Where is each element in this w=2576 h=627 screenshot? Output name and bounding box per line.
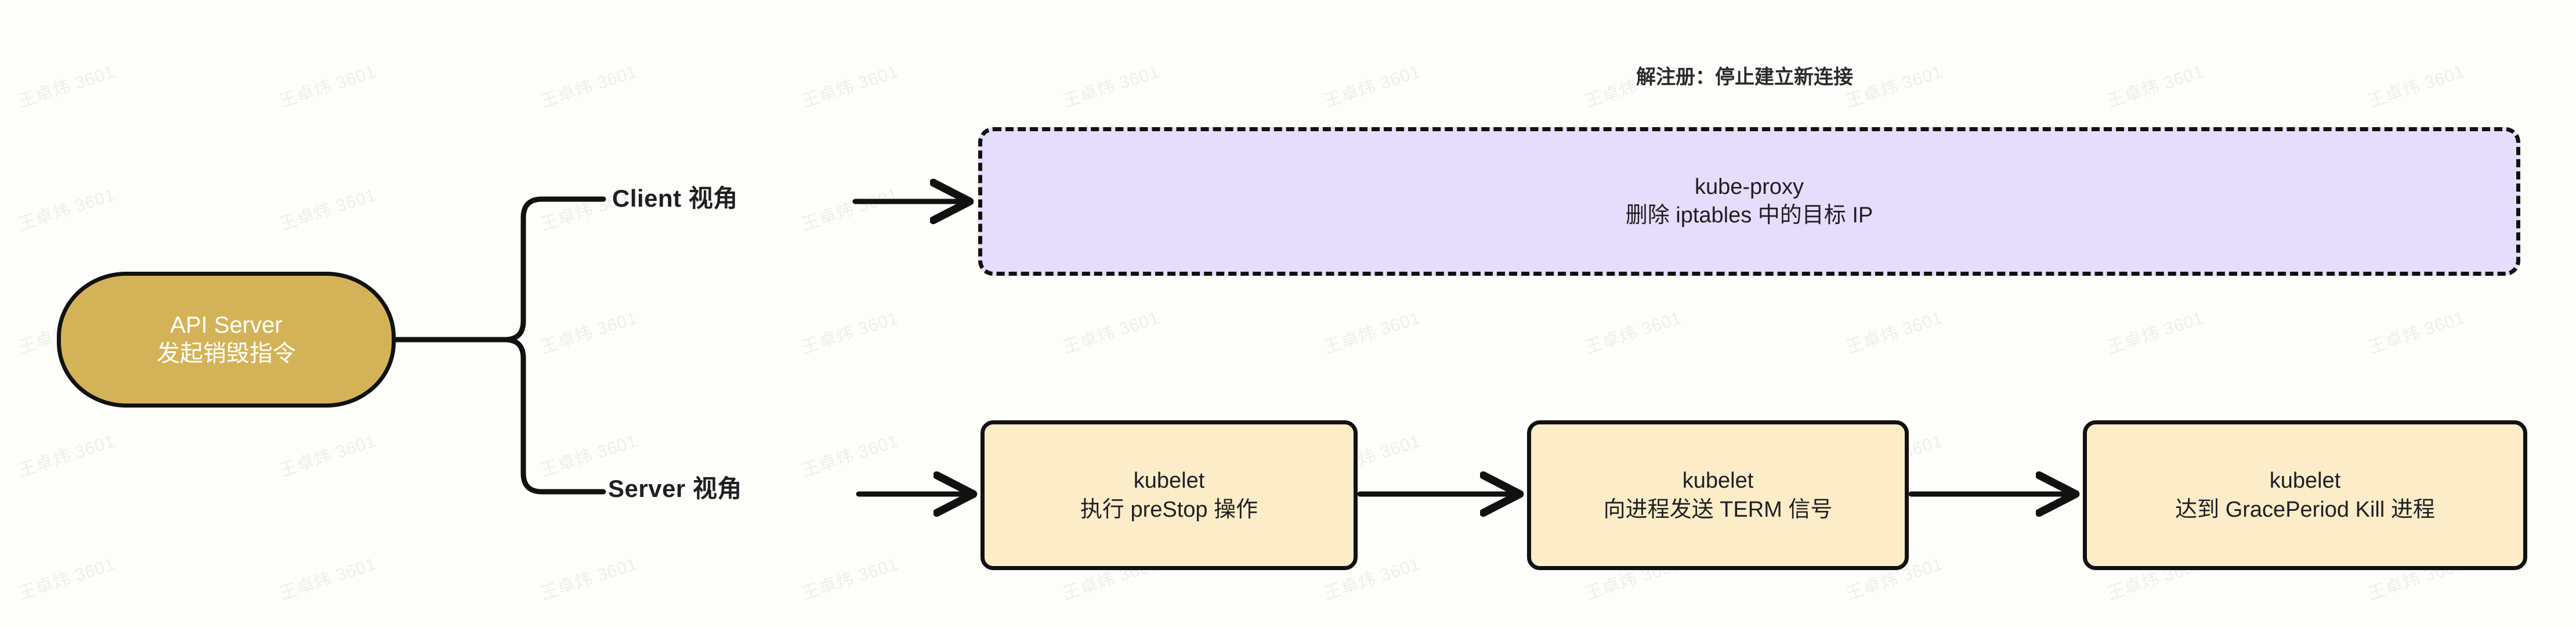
node-kubelet-prestop-line1: kubelet: [1133, 468, 1205, 493]
node-kubelet-kill[interactable]: kubelet 达到 GracePeriod Kill 进程: [2083, 420, 2527, 570]
node-api-server[interactable]: API Server 发起销毁指令: [57, 272, 396, 408]
node-kubelet-term-line1: kubelet: [1682, 468, 1754, 493]
branch-label-server-view: Server 视角: [608, 475, 742, 502]
node-kube-proxy-line1: kube-proxy: [1695, 174, 1804, 199]
node-api-server-line2: 发起销毁指令: [157, 341, 296, 366]
node-kubelet-prestop[interactable]: kubelet 执行 preStop 操作: [981, 420, 1358, 570]
node-kubelet-term[interactable]: kubelet 向进程发送 TERM 信号: [1527, 420, 1909, 570]
caption-deregister: 解注册：停止建立新连接: [1636, 66, 1853, 88]
branch-label-client-view: Client 视角: [612, 185, 738, 212]
node-kubelet-kill-line1: kubelet: [2269, 468, 2341, 493]
node-kubelet-prestop-line2: 执行 preStop 操作: [1080, 498, 1258, 522]
node-api-server-line1: API Server: [170, 312, 283, 338]
node-kubelet-kill-line2: 达到 GracePeriod Kill 进程: [2175, 498, 2435, 522]
node-kube-proxy[interactable]: kube-proxy 删除 iptables 中的目标 IP: [978, 127, 2520, 276]
node-kubelet-term-line2: 向进程发送 TERM 信号: [1603, 498, 1833, 522]
node-kube-proxy-line2: 删除 iptables 中的目标 IP: [1625, 203, 1873, 228]
